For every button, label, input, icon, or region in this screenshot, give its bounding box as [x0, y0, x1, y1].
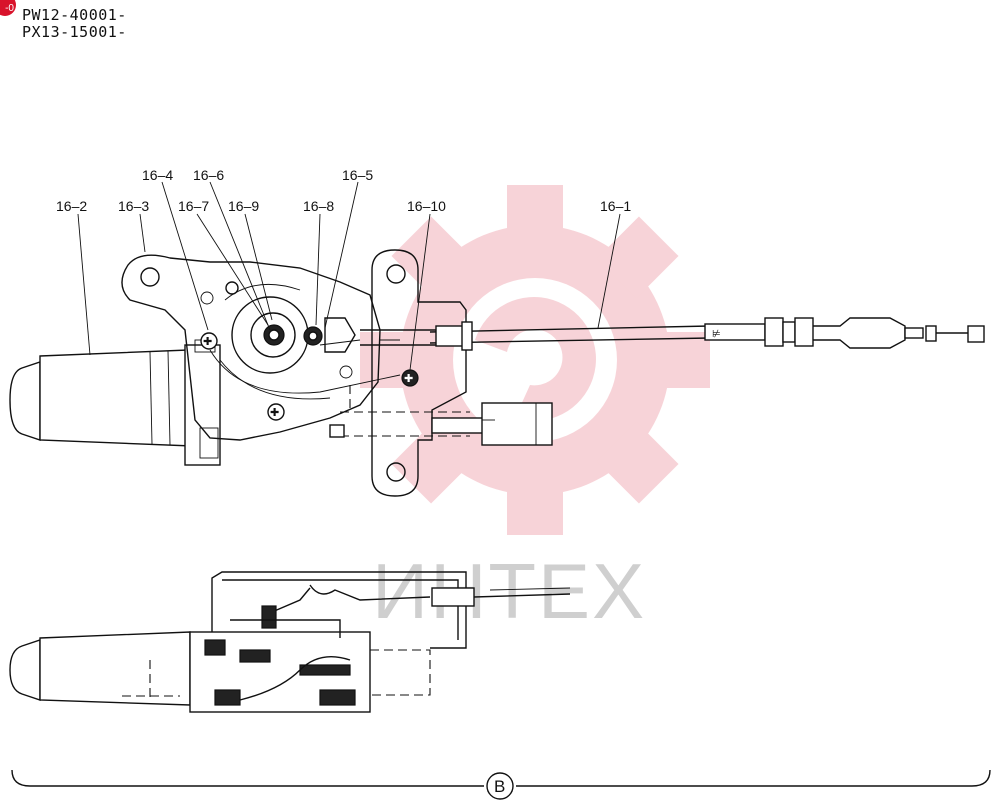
motor-icon — [9, 339, 221, 466]
section-marker: B — [494, 777, 505, 796]
gear-housing-icon: ✚ ✚ — [121, 254, 401, 441]
callout-16-3: 16–3 — [118, 198, 149, 214]
callout-16-9: 16–9 — [228, 198, 259, 214]
callout-16-7: 16–7 — [178, 198, 209, 214]
watermark-gear-icon — [360, 185, 710, 535]
callout-16-5: 16–5 — [342, 167, 373, 183]
section-brace: B — [11, 769, 991, 800]
callout-16-1: 16–1 — [600, 198, 631, 214]
logo-badge: -0 — [0, 0, 16, 16]
svg-text:✚: ✚ — [270, 407, 279, 419]
svg-text:✚: ✚ — [203, 336, 212, 348]
connector-icon — [431, 402, 553, 446]
svg-text:✚: ✚ — [404, 373, 413, 385]
watermark-text: ИНТЕХ — [372, 547, 646, 635]
callout-16-6: 16–6 — [193, 167, 224, 183]
leader-lines — [77, 181, 621, 371]
svg-text:⊭: ⊭ — [712, 329, 721, 340]
serial-line-2: PX13-15001- — [22, 23, 127, 41]
callout-16-10: 16–10 — [407, 198, 446, 214]
serial-line-1: PW12-40001- — [22, 6, 127, 24]
cable-icon: ⊭ — [360, 317, 985, 351]
top-view-assembly: ✚ ✚ ✚ — [9, 249, 985, 497]
callout-16-4: 16–4 — [142, 167, 173, 183]
callout-16-2: 16–2 — [56, 198, 87, 214]
bottom-view-assembly — [9, 571, 571, 713]
bracket-plate-icon: ✚ — [329, 249, 470, 497]
callout-16-8: 16–8 — [303, 198, 334, 214]
